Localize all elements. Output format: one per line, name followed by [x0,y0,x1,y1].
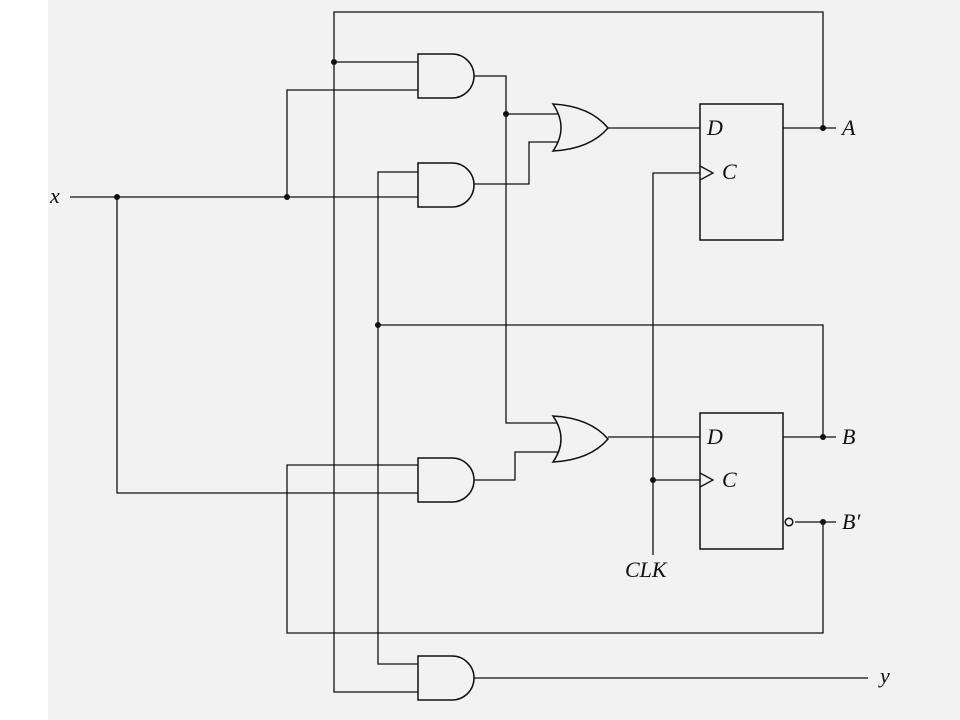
flip-flop-B-body [699,412,784,550]
flip-flop-B [699,412,794,550]
flip-flop-B-C-label: C [722,467,737,492]
flip-flop-B-inverter-bubble [784,517,794,527]
wire-and3-out [474,451,558,481]
and-gate-1 [417,53,475,99]
flip-flop-B-D-label: D [706,424,723,449]
output-label-B-prime: B′ [842,509,861,534]
or-gate-1 [551,103,609,152]
wires [70,11,868,693]
wire-B-to-and2 [377,171,418,665]
output-label-A: A [840,115,856,140]
flip-flop-A-clock-triangle [699,165,715,181]
junction-dot [503,111,509,117]
input-label-x: x [49,183,60,208]
flip-flop-B-clock-triangle [699,472,715,488]
junction-dot [375,322,381,328]
wire-A-feedback [333,11,824,693]
or-gate-2 [551,415,609,463]
and-gate-2 [417,162,475,208]
junction-dot [284,194,290,200]
wire-and1-out [474,75,558,115]
clock-label: CLK [625,557,668,582]
junction-dot [114,194,120,200]
flip-flop-A-body [699,103,784,241]
diagram-background [48,0,960,720]
junction-dot [650,477,656,483]
wire-x-to-and3 [116,197,418,494]
flip-flop-A-D-label: D [706,115,723,140]
flip-flop-A [699,103,784,241]
and-gate-3 [417,457,475,503]
junction-dot [820,519,826,525]
junction-dot [820,125,826,131]
junction-dot [820,434,826,440]
wire-and1-to-or2 [505,114,558,424]
labels: x y A B B′ CLK D C D C [49,115,890,688]
wire-x-to-and1 [286,89,418,197]
flip-flop-A-C-label: C [722,159,737,184]
wire-Bprime-feedback [286,464,824,634]
junction-dots [114,59,826,525]
wire-clk [652,172,700,555]
gates [417,53,609,701]
wire-and2-out [474,141,558,185]
output-label-B: B [842,424,855,449]
output-label-y: y [878,663,890,688]
junction-dot [331,59,337,65]
and-gate-4 [417,655,475,701]
wire-B-feedback [378,324,824,437]
